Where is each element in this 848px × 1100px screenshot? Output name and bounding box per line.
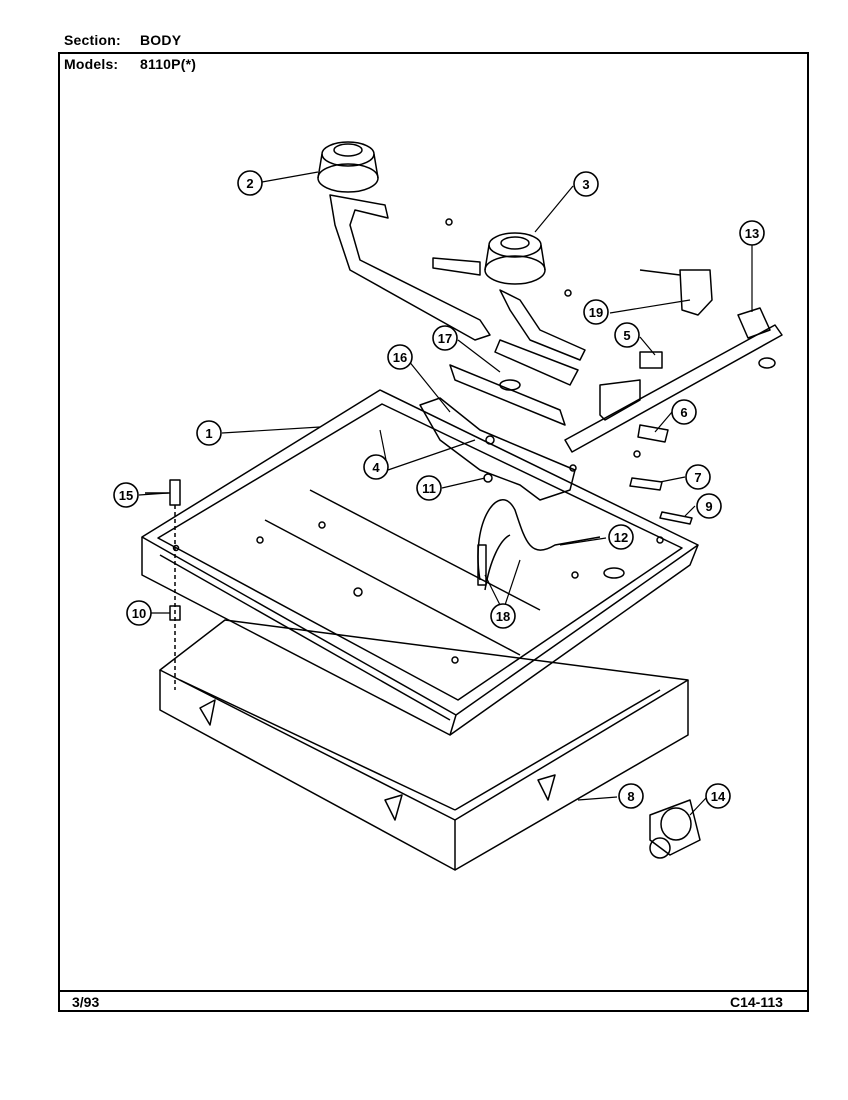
diagram-frame xyxy=(58,52,809,1012)
callout-10: 10 xyxy=(126,600,152,626)
svg-text:15: 15 xyxy=(119,488,133,503)
thermocouple-wire xyxy=(477,499,601,591)
footer-date: 3/93 xyxy=(72,994,100,1010)
svg-text:13: 13 xyxy=(745,226,759,241)
part-7 xyxy=(629,477,663,491)
footer-page-code: C14-113 xyxy=(730,994,783,1010)
models-value: 8110P(*) xyxy=(140,56,197,72)
lower-body-box xyxy=(159,619,689,871)
callout-7: 7 xyxy=(685,464,711,490)
svg-text:14: 14 xyxy=(711,789,726,804)
callout-19: 19 xyxy=(583,299,609,325)
burner-2 xyxy=(317,141,491,341)
screw xyxy=(569,464,577,472)
screw xyxy=(564,289,572,297)
screw xyxy=(485,435,495,445)
svg-text:9: 9 xyxy=(705,499,712,514)
svg-text:7: 7 xyxy=(694,470,701,485)
svg-text:1: 1 xyxy=(205,426,212,441)
callout-17: 17 xyxy=(432,325,458,351)
valve-19 xyxy=(639,269,713,316)
callout-9: 9 xyxy=(696,493,722,519)
screw xyxy=(445,218,453,226)
callout-balloons: 1 2 3 4 5 6 7 8 9 10 11 12 13 14 15 16 1… xyxy=(113,170,765,809)
svg-text:4: 4 xyxy=(372,460,380,475)
body-top-pan xyxy=(141,389,699,736)
section-value: BODY xyxy=(140,32,182,48)
svg-text:8: 8 xyxy=(627,789,634,804)
callout-16: 16 xyxy=(387,344,413,370)
svg-text:6: 6 xyxy=(680,405,687,420)
part-9 xyxy=(659,511,693,525)
burner-3 xyxy=(432,232,586,361)
bracket-16 xyxy=(419,397,576,501)
bracket-17 xyxy=(449,339,579,426)
svg-text:10: 10 xyxy=(132,606,146,621)
callout-4: 4 xyxy=(363,454,389,480)
pressure-regulator-14 xyxy=(649,799,701,859)
svg-text:5: 5 xyxy=(623,328,630,343)
section-header: Section: BODY xyxy=(64,32,181,48)
callout-5: 5 xyxy=(614,322,640,348)
svg-text:2: 2 xyxy=(246,176,253,191)
callout-15: 15 xyxy=(113,482,139,508)
callout-1: 1 xyxy=(196,420,222,446)
svg-text:18: 18 xyxy=(496,609,510,624)
svg-text:16: 16 xyxy=(393,350,407,365)
callout-2: 2 xyxy=(237,170,263,196)
callout-13: 13 xyxy=(739,220,765,246)
leader-lines xyxy=(138,171,753,816)
svg-text:12: 12 xyxy=(614,530,628,545)
screw xyxy=(633,450,641,458)
part-6 xyxy=(637,424,669,443)
models-label: Models: xyxy=(64,56,119,72)
callout-12: 12 xyxy=(608,524,634,550)
screw xyxy=(483,473,493,483)
callout-18: 18 xyxy=(490,603,516,629)
callout-8: 8 xyxy=(618,783,644,809)
svg-text:17: 17 xyxy=(438,331,452,346)
footer-rule xyxy=(58,990,809,992)
svg-text:11: 11 xyxy=(422,481,436,496)
callout-11: 11 xyxy=(416,475,442,501)
part-5 xyxy=(639,351,663,369)
svg-text:3: 3 xyxy=(582,177,589,192)
callout-3: 3 xyxy=(573,171,599,197)
models-header: Models: 8110P(*) xyxy=(64,56,196,72)
callout-6: 6 xyxy=(671,399,697,425)
callout-14: 14 xyxy=(705,783,731,809)
section-label: Section: xyxy=(64,32,121,48)
part-15 xyxy=(145,479,181,506)
manifold-pipe-13 xyxy=(564,307,783,453)
svg-text:19: 19 xyxy=(589,305,603,320)
screw xyxy=(353,587,363,597)
bracket-mount xyxy=(599,379,641,421)
